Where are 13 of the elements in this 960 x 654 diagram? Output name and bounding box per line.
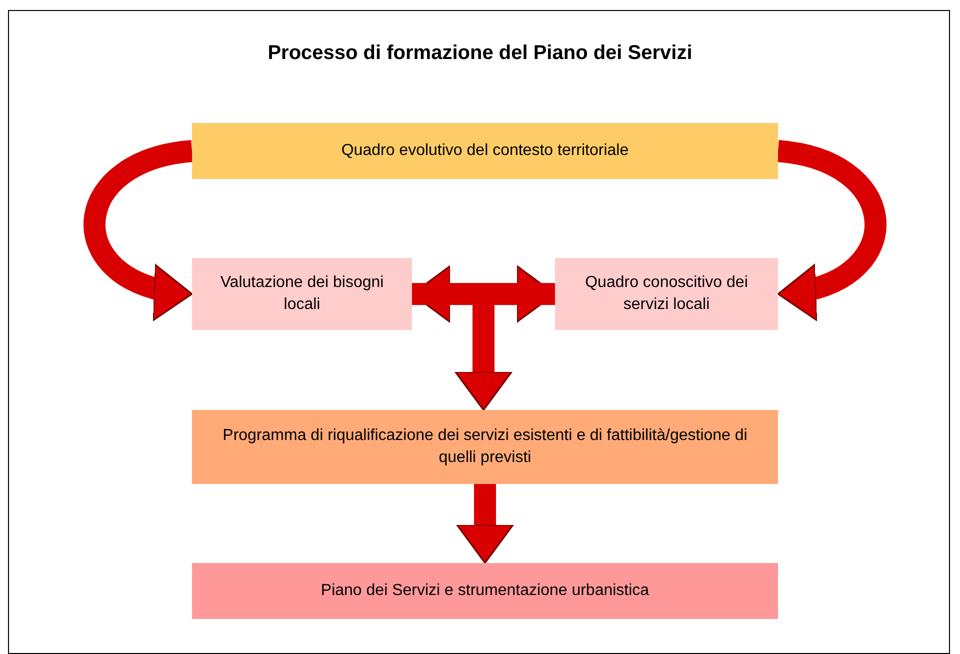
- process-box: [555, 258, 778, 330]
- box-label: Programma di riqualificazione dei servizi esistenti e di fattibilità/gestione di quelli previsti: [222, 426, 748, 468]
- diagram-title: Processo di formazione del Piano dei Servizi: [266, 42, 694, 65]
- box-label: Piano dei Servizi e strumentazione urbanistica: [320, 581, 650, 601]
- process-box: [192, 123, 778, 179]
- box-label: Quadro conoscitivo dei servizi locali: [584, 273, 749, 315]
- process-box: [192, 258, 412, 330]
- process-box: [192, 563, 778, 619]
- box-label: Quadro evolutivo del contesto territoriale: [341, 141, 629, 161]
- block-arrow: [456, 484, 514, 564]
- process-box: [192, 410, 778, 484]
- box-label: Valutazione dei bisogni locali: [219, 273, 385, 315]
- block-arrow: [454, 283, 555, 411]
